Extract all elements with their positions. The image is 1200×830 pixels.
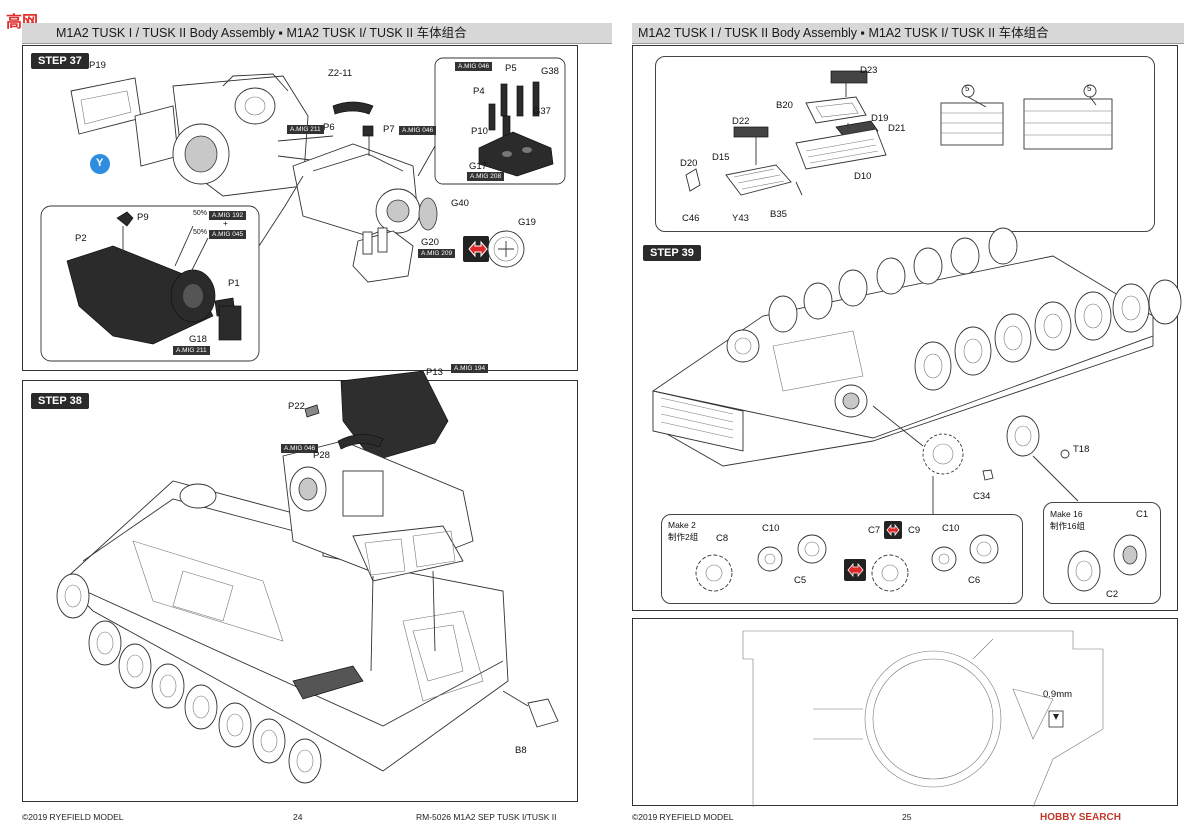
label-c7: C7 — [868, 525, 881, 536]
template-drawing — [742, 630, 1104, 808]
page-right: M1A2 TUSK I / TUSK II Body Assembly ▪ M1… — [600, 0, 1200, 830]
page-left: 高网 M1A2 TUSK I / TUSK II Body Assembly ▪… — [6, 14, 612, 822]
label-p6: P6 — [323, 122, 335, 133]
paint-code: A.MIG 208 — [467, 172, 505, 181]
label-d20: D20 — [680, 158, 698, 169]
label-p1: P1 — [228, 278, 240, 289]
thickness-label: 0.9mm — [1043, 689, 1073, 700]
label-g40: G40 — [451, 198, 469, 209]
label-y43: Y43 — [732, 213, 749, 224]
template-panel: 0.9mm — [632, 618, 1178, 808]
paint-code: A.MIG 211 — [287, 125, 324, 134]
label-g37: G37 — [533, 106, 551, 117]
paint-code: A.MIG 046 — [281, 444, 319, 453]
step37-drawing — [40, 57, 566, 362]
label-c5: C5 — [794, 575, 807, 586]
label-d19: D19 — [871, 113, 889, 124]
paint-code: A.MIG 046 — [455, 62, 493, 71]
label-c46: C46 — [682, 213, 700, 224]
step39-drawing — [652, 227, 1182, 527]
label-c9: C9 — [908, 525, 921, 536]
paint-code: A.MIG 194 — [451, 364, 489, 373]
label-p5: P5 — [505, 63, 517, 74]
label-5b: 5 — [1087, 84, 1092, 93]
label-c8: C8 — [716, 533, 729, 544]
paint-code: A.MIG 045 — [209, 230, 247, 239]
label-p22: P22 — [288, 401, 305, 412]
step38-badge: STEP 38 — [31, 393, 89, 409]
label-p7: P7 — [383, 124, 395, 135]
label-p28: P28 — [313, 450, 330, 461]
make2-inset: Make 2 制作2组 C8 C10 C5 C7 C9 C10 C6 — [661, 514, 1023, 604]
make16-inset: Make 16 制作16组 C1 C2 — [1043, 502, 1161, 604]
detail-inset: D23 B20 D19 D21 D22 D15 D20 D10 C46 Y43 … — [655, 56, 1155, 232]
label-d23: D23 — [860, 65, 878, 76]
label-c34: C34 — [973, 491, 991, 502]
label-p9: P9 — [137, 212, 149, 223]
make2-title: Make 2 — [668, 520, 696, 530]
label-p4: P4 — [473, 86, 485, 97]
label-p13: P13 — [426, 367, 443, 378]
step39-badge: STEP 39 — [643, 245, 701, 261]
footer-page-number: 24 — [293, 812, 303, 822]
footer-product: RM-5026 M1A2 SEP TUSK I/TUSK II — [416, 812, 557, 822]
label-5a: 5 — [965, 84, 970, 93]
footer-copyright: ©2019 RYEFIELD MODEL — [22, 812, 124, 822]
page-header: M1A2 TUSK I / TUSK II Body Assembly ▪ M1… — [632, 23, 1184, 44]
step37-panel: STEP 37 — [22, 45, 578, 371]
make16-subtitle: 制作16组 — [1050, 521, 1085, 531]
make16-title: Make 16 — [1050, 509, 1083, 519]
label-y: Y — [96, 157, 104, 169]
page-header: M1A2 TUSK I / TUSK II Body Assembly ▪ M1… — [22, 23, 612, 44]
step38-drawing — [56, 370, 559, 784]
make16-drawing — [1067, 534, 1147, 592]
label-pct50a: 50% — [193, 210, 208, 217]
label-c6: C6 — [968, 575, 981, 586]
make2-subtitle: 制作2组 — [668, 532, 699, 542]
label-b8: B8 — [515, 745, 527, 756]
step38-panel: STEP 38 — [22, 364, 578, 802]
label-g19: G19 — [518, 217, 536, 228]
make2-drawing — [695, 521, 999, 592]
paint-code: A.MIG 209 — [418, 249, 456, 258]
label-pct50b: 50% — [193, 229, 208, 236]
footer-page-number: 25 — [902, 812, 912, 822]
label-b35: B35 — [770, 209, 787, 220]
label-d10: D10 — [854, 171, 872, 182]
label-z2-11: Z2-11 — [328, 68, 353, 79]
label-g20: G20 — [421, 237, 439, 248]
inset-drawing — [685, 70, 1113, 196]
label-plus: + — [223, 219, 228, 228]
label-c10b: C10 — [942, 523, 960, 534]
label-p2: P2 — [75, 233, 87, 244]
step39-panel: D23 B20 D19 D21 D22 D15 D20 D10 C46 Y43 … — [632, 45, 1182, 611]
label-b20: B20 — [776, 100, 793, 111]
label-d15: D15 — [712, 152, 730, 163]
label-d21: D21 — [888, 123, 906, 134]
label-p19: P19 — [89, 60, 106, 71]
label-c10a: C10 — [762, 523, 780, 534]
label-c2: C2 — [1106, 589, 1119, 600]
paint-code: A.MIG 192 — [209, 211, 247, 220]
paint-code: A.MIG 211 — [173, 346, 210, 355]
label-g17: G17 — [469, 161, 487, 172]
label-d22: D22 — [732, 116, 750, 127]
label-t18: T18 — [1073, 444, 1090, 455]
label-c1: C1 — [1136, 509, 1149, 520]
label-g38: G38 — [541, 66, 559, 77]
paint-code: A.MIG 046 — [399, 126, 437, 135]
footer-copyright: ©2019 RYEFIELD MODEL — [632, 812, 734, 822]
label-p10: P10 — [471, 126, 488, 137]
footer-watermark: HOBBY SEARCH — [1040, 812, 1121, 823]
step37-badge: STEP 37 — [31, 53, 89, 69]
label-g18: G18 — [189, 334, 207, 345]
